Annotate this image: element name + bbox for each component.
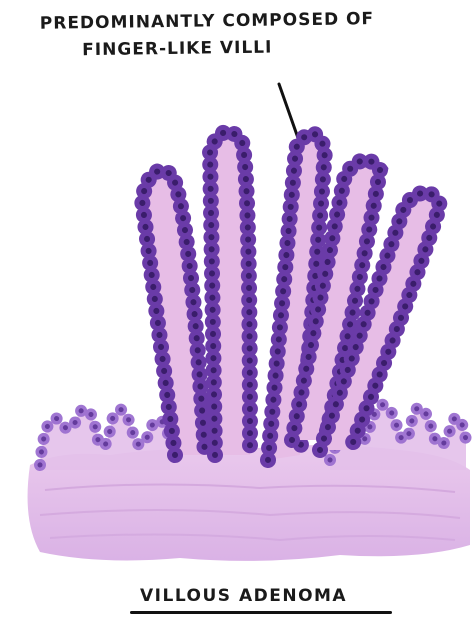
figure-caption: VILLOUS ADENOMA [140,586,400,606]
small-crypts-left [40,409,170,470]
caption-underline [130,611,392,614]
villus-1 [142,171,205,455]
villus-2 [210,132,250,455]
annotation-leader-line [279,84,298,138]
